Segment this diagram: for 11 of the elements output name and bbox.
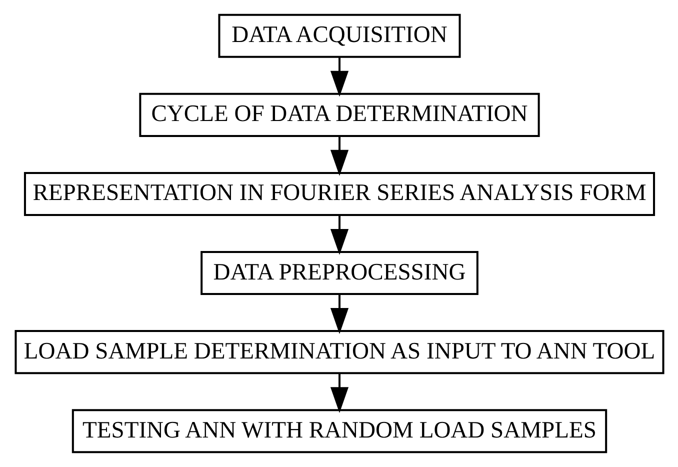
- node-box: DATA PREPROCESSING: [200, 251, 478, 296]
- node-box: DATA ACQUISITION: [218, 14, 460, 58]
- arrow: [330, 216, 348, 255]
- arrow: [330, 374, 348, 413]
- arrow: [330, 136, 348, 176]
- node-box: CYCLE OF DATA DETERMINATION: [138, 92, 540, 137]
- arrow: [330, 57, 348, 97]
- node-box: LOAD SAMPLE DETERMINATION AS INPUT TO ANN TOOL: [14, 330, 664, 374]
- arrow: [330, 294, 348, 334]
- node-box: TESTING ANN WITH RANDOM LOAD SAMPLES: [71, 409, 607, 454]
- node-box: REPRESENTATION IN FOURIER SERIES ANALYSIS FORM: [23, 172, 655, 216]
